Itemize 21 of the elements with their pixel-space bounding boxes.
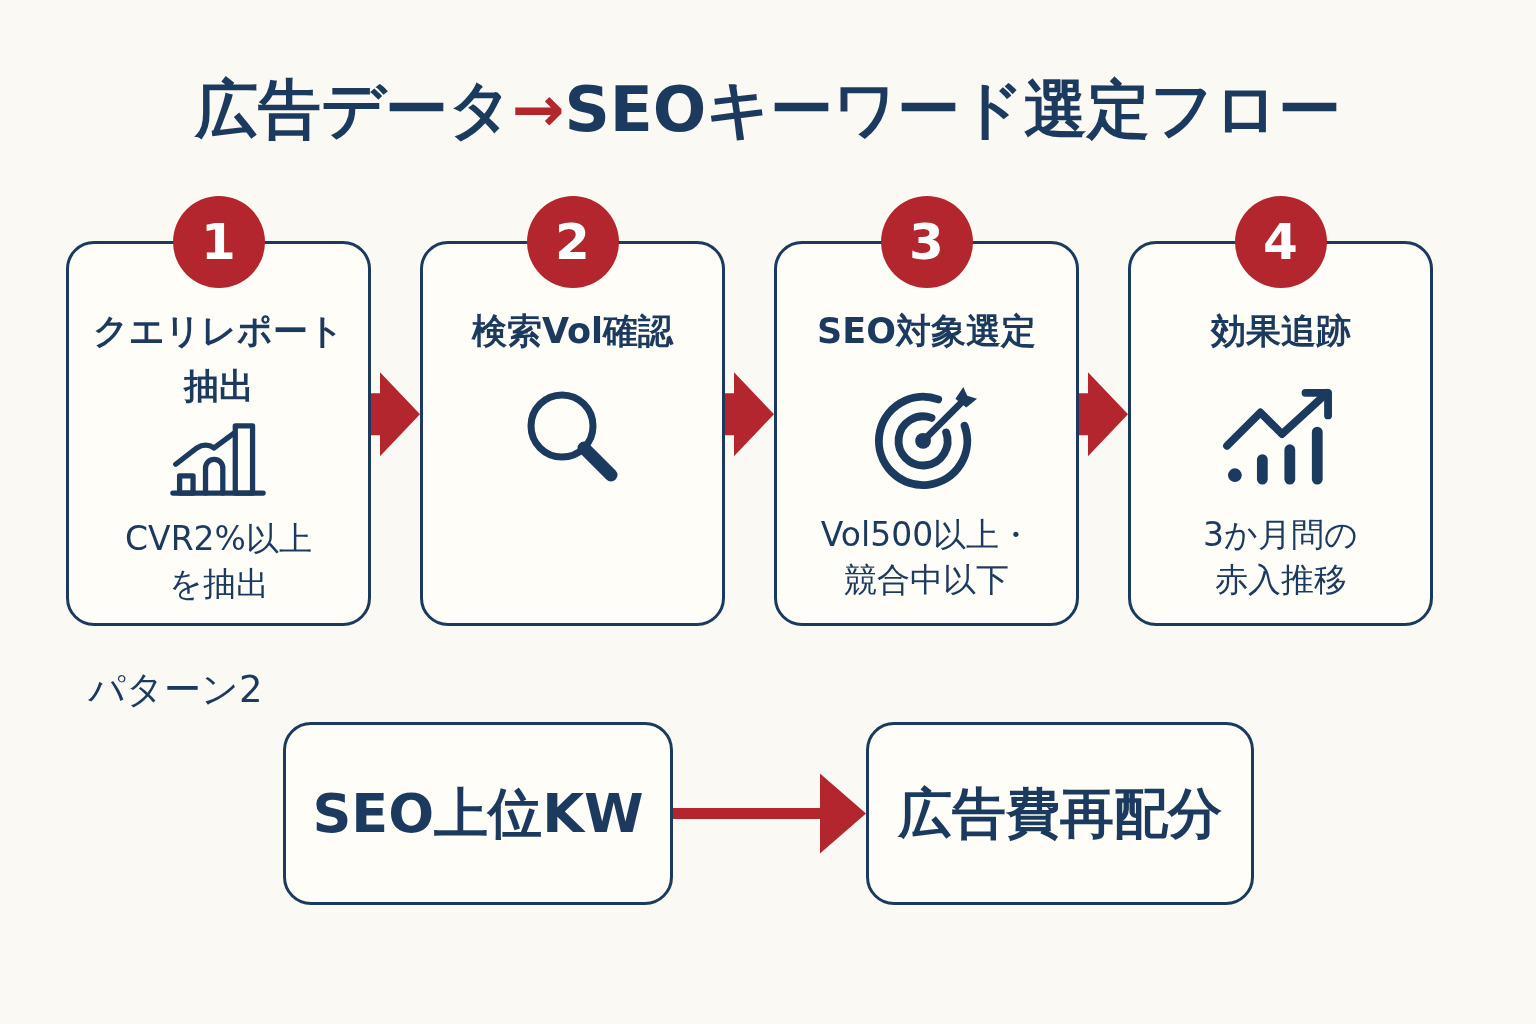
step-number-badge: 1 bbox=[172, 196, 265, 288]
arrow bbox=[673, 773, 866, 854]
step-title: 検索Vol確認 bbox=[471, 310, 674, 353]
step-title: SEO対象選定 bbox=[817, 310, 1036, 353]
step-number-badge: 4 bbox=[1234, 196, 1327, 288]
step-title: 効果追跡 bbox=[1210, 310, 1351, 353]
box-label: 広告費再配分 bbox=[898, 780, 1222, 847]
diagram-title: 広告データ→SEOキーワード選定フロー bbox=[194, 72, 1342, 148]
section-label: パターン2 bbox=[88, 667, 263, 713]
process-box bbox=[866, 722, 1254, 905]
block-arrow bbox=[1079, 372, 1128, 457]
step-number-badge: 3 bbox=[880, 196, 973, 288]
process-box bbox=[283, 722, 673, 905]
block-arrow bbox=[725, 372, 774, 457]
step-description: CVR2%以上を抽出 bbox=[124, 518, 313, 605]
box-label: SEO上位KW bbox=[312, 780, 644, 847]
step-title: クエリレポート抽出 bbox=[92, 310, 345, 408]
step-description: Vol500以上・競合中以下 bbox=[819, 514, 1034, 601]
block-arrow bbox=[371, 372, 420, 457]
step-number-badge: 2 bbox=[526, 196, 619, 288]
step-description: 3か月問の赤入推移 bbox=[1202, 514, 1359, 601]
